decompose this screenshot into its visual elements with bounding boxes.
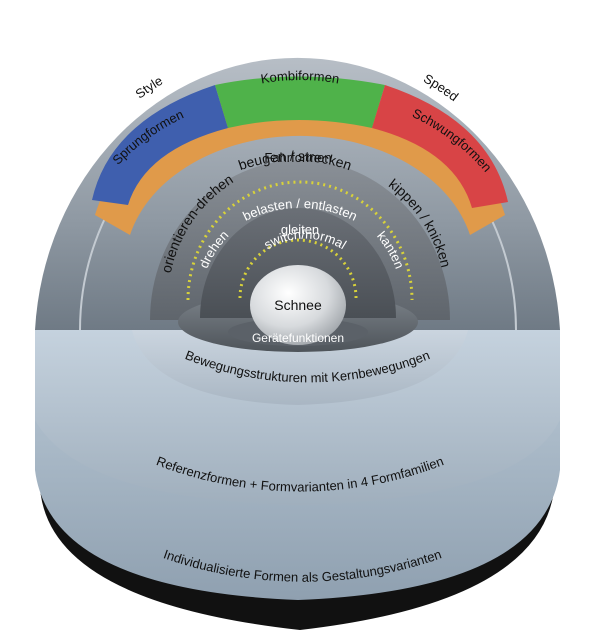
- sprungformen-band: [92, 85, 228, 205]
- kombiformen-band: [215, 76, 385, 128]
- kombiformen-label: Kombiformen: [260, 68, 341, 87]
- snow-ball: [250, 265, 346, 345]
- schwungformen-band: [372, 85, 508, 208]
- geraetefunktionen-label: Gerätefunktionen: [252, 331, 344, 345]
- core-dome: [200, 208, 396, 318]
- style-label: Style: [132, 73, 165, 102]
- gleiten-label: gleiten: [281, 222, 319, 237]
- inner-dotted-arc: [238, 238, 358, 299]
- svg-text:Kombiformen: Kombiformen: [260, 68, 341, 87]
- outer-dotted-arc: [186, 180, 414, 301]
- schnee-label: Schnee: [274, 297, 322, 313]
- fahrformen-label: Fahrformen: [264, 150, 331, 165]
- svg-text:Style: Style: [132, 73, 165, 102]
